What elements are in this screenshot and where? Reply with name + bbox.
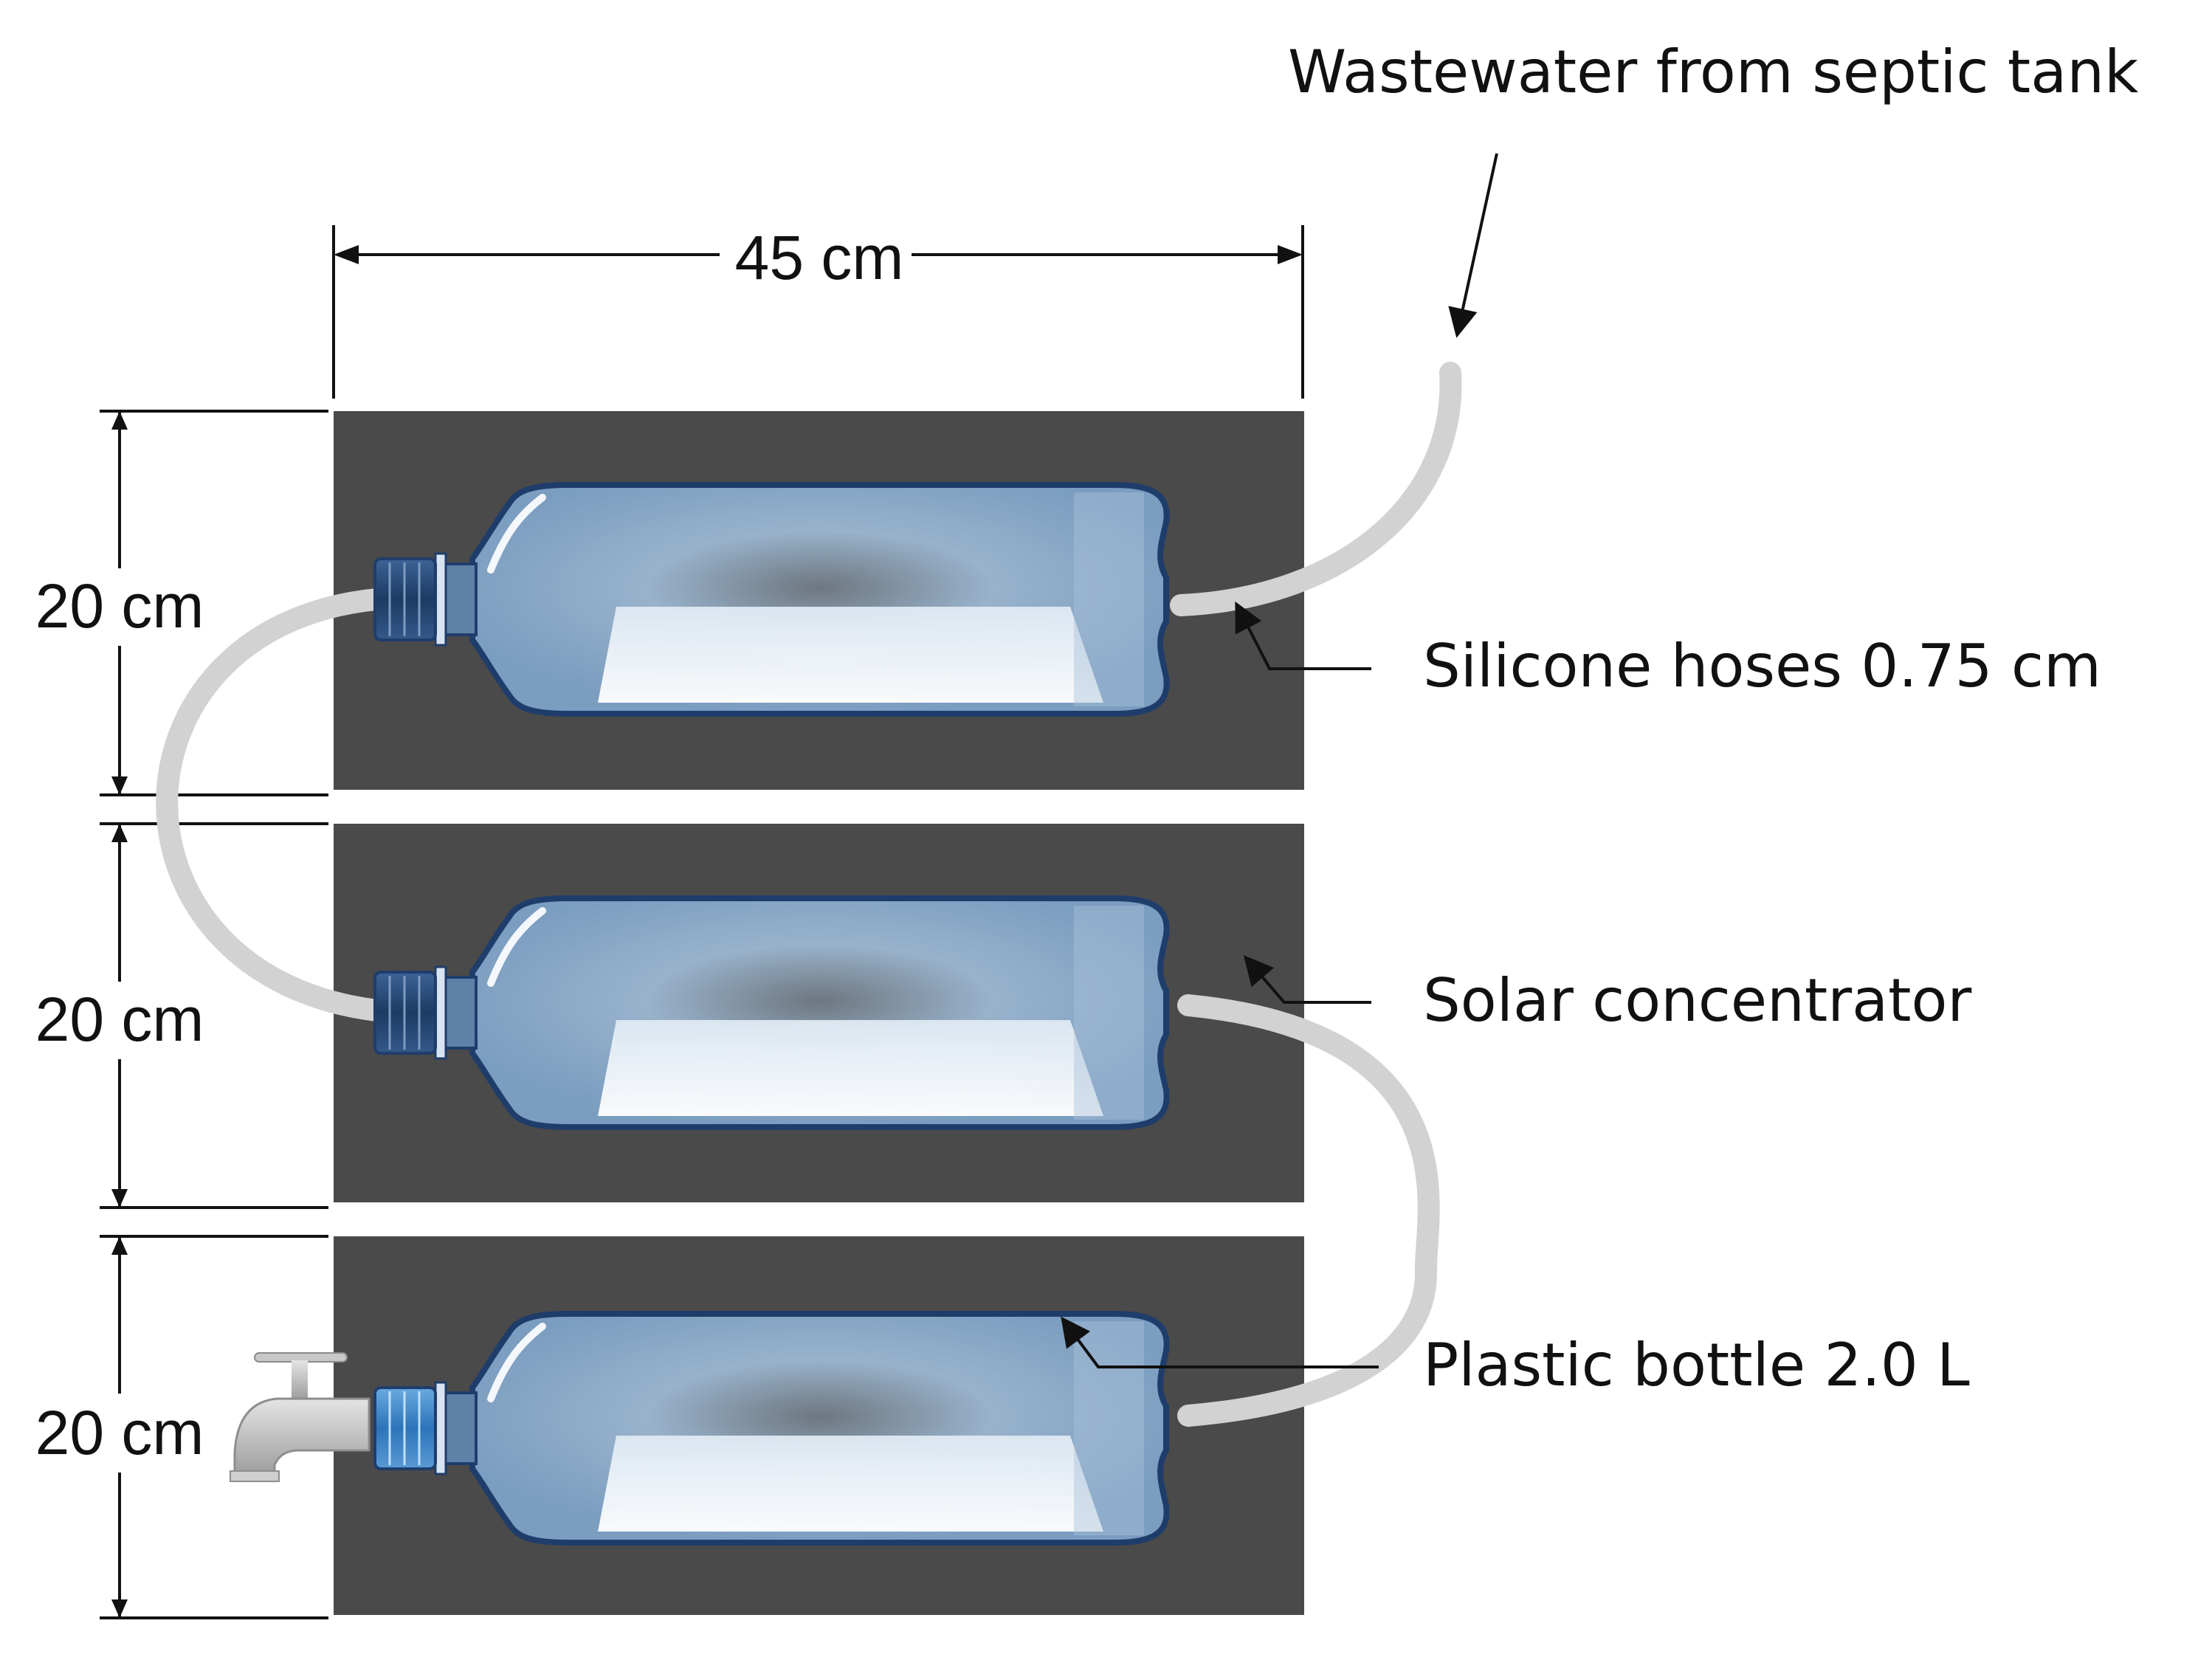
plastic-bottle-icon	[373, 895, 1170, 1130]
height-label-middle: 20 cm	[35, 985, 204, 1054]
hose-middle-to-bottom	[1177, 994, 1440, 1427]
width-label: 45 cm	[735, 223, 904, 292]
callout-lines	[1061, 153, 1498, 1368]
hoses-label: Silicone hoses 0.75 cm	[1423, 632, 2101, 700]
bottle-shoulder-shine	[487, 494, 546, 574]
bottle-neck-ring	[434, 1381, 447, 1475]
faucet-icon	[230, 1352, 371, 1482]
bottle-end-shading	[1074, 906, 1144, 1120]
bottle-neck	[441, 976, 478, 1050]
bottle-neck-ring	[434, 965, 447, 1060]
width-dimension	[332, 225, 1304, 399]
bottle-shoulder-shine	[487, 907, 546, 987]
height-dimension-lines	[100, 410, 328, 1619]
inlet-label: Wastewater from septic tank	[1288, 38, 2139, 106]
bottle-shoulder-shine	[487, 1323, 546, 1402]
hose-top-to-middle	[156, 588, 395, 1022]
height-label-top: 20 cm	[35, 571, 204, 641]
bottle-end-shading	[1074, 1321, 1144, 1535]
silicone-hoses	[156, 362, 1462, 1427]
bottle-highlight	[598, 1020, 1103, 1116]
bottle-highlight	[598, 607, 1103, 703]
plastic-bottle-icon	[373, 1311, 1170, 1546]
bottle-highlight	[598, 1436, 1103, 1532]
bottle-neck	[441, 1391, 478, 1465]
bottle-end-shading	[1074, 492, 1144, 706]
bottle-label: Plastic bottle 2.0 L	[1423, 1331, 1970, 1399]
height-label-bottom: 20 cm	[35, 1398, 204, 1467]
bottle-neck	[441, 562, 478, 636]
concentrator-label: Solar concentrator	[1423, 966, 1971, 1035]
plastic-bottle-icon	[373, 482, 1170, 717]
bottle-neck-ring	[434, 552, 447, 647]
hose-inlet	[1170, 362, 1462, 616]
